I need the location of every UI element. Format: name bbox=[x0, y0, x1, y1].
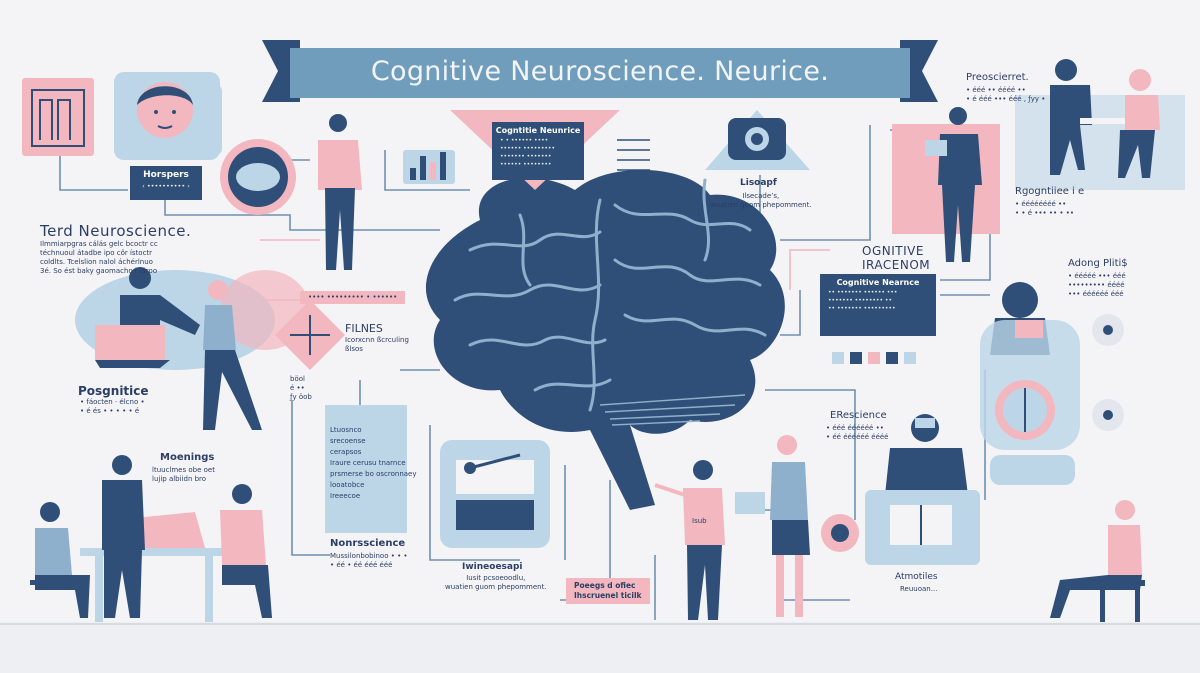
pink-strip-label: •••• ••••••••• • •••••• bbox=[300, 291, 406, 304]
left-bottom-heading: Nonrsscience bbox=[330, 538, 406, 549]
presenter-label: Isub bbox=[692, 517, 707, 525]
people-at-desk bbox=[1015, 59, 1185, 190]
gear-icon bbox=[1092, 314, 1124, 431]
brain-illustration bbox=[425, 169, 785, 510]
left-body: Ilmmiarpgras cálás gelc bcoctr cc téchnu… bbox=[40, 240, 158, 275]
top-left-card: Horspers ‹ •••••••••• › bbox=[130, 166, 202, 200]
meetings-heading: Moenings bbox=[160, 452, 215, 463]
center-card-body: • • •••••• •••• •••••• ••••••••• •••••••… bbox=[500, 137, 555, 168]
right-bottom-body: Reuuoan... bbox=[900, 585, 938, 593]
right-bottom-heading: Atmotiles bbox=[895, 572, 938, 582]
speaker-with-book bbox=[865, 414, 980, 565]
emblem-icon bbox=[705, 110, 810, 170]
top-left-card-sub: ‹ •••••••••• › bbox=[142, 182, 190, 190]
title-banner: Cognitive Neuroscience. Neurice. bbox=[262, 40, 938, 102]
text-block-panel bbox=[325, 405, 407, 533]
right-adong-heading: Adong Pliti$ bbox=[1068, 258, 1128, 269]
list-icon bbox=[617, 139, 650, 171]
right-cog-line1: OGNITIVE bbox=[862, 244, 924, 258]
films-body: Icorxcnn ßcrculing ßlsos bbox=[345, 336, 409, 353]
left-mid-heading: Posgnitice bbox=[78, 384, 149, 398]
microscope-card bbox=[440, 440, 550, 548]
calendar-icon bbox=[22, 78, 94, 156]
center-small-heading: Lisoapf bbox=[740, 178, 777, 188]
right-card-body: •• ••••••• •••••• ••• ••••••• •••••••• •… bbox=[828, 289, 898, 312]
robot-machine bbox=[980, 282, 1080, 485]
person-seated-right bbox=[1050, 500, 1145, 622]
page-title: Cognitive Neuroscience. Neurice. bbox=[370, 56, 830, 87]
meeting-table-scene bbox=[30, 455, 272, 622]
person-standing-thinking bbox=[318, 114, 362, 270]
mid-bottom-body: Iusit pcsoeoodlu, wuatien guom phepommen… bbox=[445, 574, 547, 591]
right-ere-body: • ééé éééééé •• • éé éééééé éééé bbox=[826, 424, 889, 441]
right-adong-body: • ééééé ••• ééé ••••••••• éééé ••• ééééé… bbox=[1068, 272, 1126, 298]
center-card: Cogntitie Neunrice • • •••••• •••• •••••… bbox=[492, 122, 584, 180]
right-ere-heading: ERescience bbox=[830, 410, 887, 421]
woman-standing bbox=[770, 435, 810, 617]
person-with-laptop bbox=[892, 107, 1000, 262]
left-bottom-body: Mussilonbobinoo • • • • éé • éé ééé ééé bbox=[330, 552, 408, 569]
mid-bottom-heading: Iwineoesapi bbox=[462, 562, 523, 572]
top-left-card-title: Horspers bbox=[143, 170, 189, 180]
films-small: böol é •• ƒу öob bbox=[290, 375, 312, 401]
brain-circle-icon bbox=[220, 139, 296, 215]
center-small-body: Ilsecade’s, wuatien guom phepomment. bbox=[710, 192, 812, 209]
right-reg-body: • éééééééé •• • • é ••• •• • •• bbox=[1015, 200, 1074, 217]
left-mid-sub: • fáocten · élcno • • é és • • • • • é bbox=[80, 398, 145, 415]
right-card: Cognitive Nearnce •• ••••••• •••••• ••• … bbox=[820, 274, 936, 336]
avatar-portrait bbox=[114, 72, 222, 160]
top-right-body: • ééé •• éééé •• • é ééé ••• ééé , ƒуу • bbox=[966, 86, 1046, 103]
left-block-text: Ltuosnco srecoense cerapsos Iraure cerus… bbox=[330, 426, 417, 500]
floor bbox=[0, 622, 1200, 673]
presenter-person bbox=[654, 460, 765, 620]
left-heading: Terd Neuroscience. bbox=[40, 222, 192, 240]
small-chart-icons bbox=[832, 352, 916, 364]
films-heading: FILNES bbox=[345, 322, 383, 335]
top-right-heading: Preoscierret. bbox=[966, 72, 1029, 83]
right-cog-line2: IRACENOM bbox=[862, 258, 931, 272]
right-card-title: Cognitive Nearnce bbox=[836, 278, 920, 287]
diamond-cross-icon bbox=[275, 300, 345, 370]
pink-box-bottom: Poeegs d ofiec Ihscruenel ticilk bbox=[566, 578, 650, 604]
right-reg-heading: Rgogntiiee i e bbox=[1015, 186, 1085, 197]
title-banner-ribbon bbox=[262, 40, 938, 102]
center-card-title: Cogntitie Neunrice bbox=[495, 126, 581, 135]
bar-chart-tile bbox=[403, 150, 455, 184]
target-circle-icon bbox=[821, 514, 859, 552]
meetings-body: ltuuclmes obe oet lujip albiidn bro bbox=[152, 466, 215, 483]
